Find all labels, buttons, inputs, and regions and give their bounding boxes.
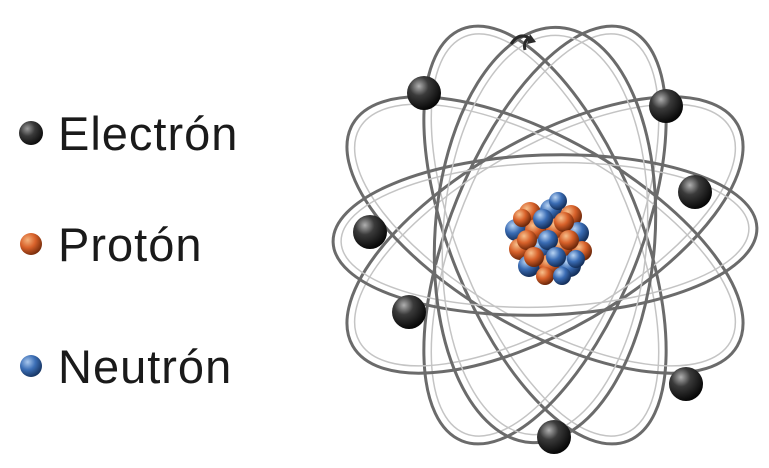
electron-sphere-icon bbox=[14, 116, 48, 150]
legend-item-electron: Electrón bbox=[14, 103, 238, 163]
electron bbox=[407, 76, 441, 110]
neutron-sphere-icon bbox=[14, 349, 48, 383]
electron bbox=[678, 175, 712, 209]
electron bbox=[353, 215, 387, 249]
proton bbox=[513, 209, 531, 227]
neutron bbox=[546, 247, 566, 267]
proton bbox=[554, 212, 574, 232]
proton bbox=[524, 247, 544, 267]
legend-item-neutron: Neutrón bbox=[14, 336, 232, 396]
neutron bbox=[533, 209, 553, 229]
electron bbox=[537, 420, 571, 454]
proton-sphere-icon bbox=[14, 227, 48, 261]
electron bbox=[669, 367, 703, 401]
neutron bbox=[538, 230, 558, 250]
neutron bbox=[549, 192, 567, 210]
legend: Electrón Protón bbox=[0, 0, 300, 468]
electron bbox=[649, 89, 683, 123]
legend-item-proton: Protón bbox=[14, 214, 202, 274]
legend-label-electron: Electrón bbox=[58, 106, 238, 161]
neutron bbox=[553, 267, 571, 285]
legend-label-neutron: Neutrón bbox=[58, 339, 232, 394]
electron bbox=[392, 295, 426, 329]
proton bbox=[536, 267, 554, 285]
atom-illustration bbox=[315, 0, 769, 468]
proton bbox=[559, 230, 579, 250]
neutron bbox=[567, 250, 585, 268]
legend-label-proton: Protón bbox=[58, 217, 202, 272]
